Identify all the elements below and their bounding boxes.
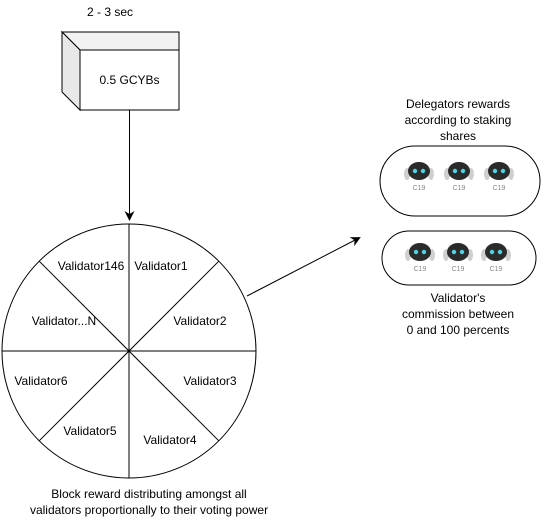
validator-label: Validator2	[173, 314, 226, 328]
delegators-pill	[379, 145, 541, 217]
robot-mascot-icon: C19	[484, 162, 514, 192]
robot-mascot-icon: C19	[404, 162, 434, 192]
commission-caption: Validator's commission between 0 and 100…	[388, 290, 528, 338]
validator-label: Validator...N	[32, 314, 96, 328]
validator-wheel: Validator146 Validator1 Validator...N Va…	[1, 223, 257, 479]
robot-label: C19	[414, 266, 427, 273]
delegators-robots: C19 C19 C19	[404, 162, 514, 192]
validator-label: Validator1	[134, 259, 187, 273]
block-cube: 0.5 GCYBs	[60, 30, 180, 112]
delegators-caption-line: according to staking	[404, 113, 512, 127]
robot-mascot-icon: C19	[443, 243, 473, 273]
delegators-caption-line: Delegators rewards	[405, 97, 511, 111]
validator-label: Validator5	[63, 424, 116, 438]
cube-front-face	[79, 49, 180, 111]
robot-label: C19	[490, 266, 503, 273]
commission-caption-line: Validator's	[430, 291, 486, 305]
validator-label: Validator6	[14, 374, 67, 388]
cube-top-face	[60, 31, 180, 51]
wheel-to-rewards-arrow	[246, 237, 361, 297]
validator-label: Validator146	[58, 259, 125, 273]
wheel-caption: Block reward distributing amongst all va…	[4, 486, 294, 518]
wheel-divider-diag2	[38, 260, 220, 442]
delegators-caption-line: shares	[439, 129, 477, 143]
robot-label: C19	[453, 185, 466, 192]
block-reward-text: 0.5 GCYBs	[99, 73, 159, 87]
robot-mascot-icon: C19	[444, 162, 474, 192]
commission-caption-line: commission between	[401, 307, 515, 321]
robot-mascot-icon: C19	[405, 243, 435, 273]
delegators-caption: Delegators rewards according to staking …	[388, 96, 528, 144]
validator-label: Validator4	[143, 433, 196, 447]
commission-robots: C19 C19 C19	[405, 243, 511, 273]
block-interval-label: 2 - 3 sec	[60, 4, 160, 20]
robot-label: C19	[452, 266, 465, 273]
block-interval-text: 2 - 3 sec	[86, 5, 134, 19]
robot-label: C19	[413, 185, 426, 192]
robot-mascot-icon: C19	[481, 243, 511, 273]
wheel-caption-line: validators proportionally to their votin…	[29, 503, 269, 517]
wheel-caption-line: Block reward distributing amongst all	[51, 487, 247, 501]
robot-label: C19	[493, 185, 506, 192]
validator-label: Validator3	[183, 374, 236, 388]
commission-caption-line: 0 and 100 percents	[406, 323, 510, 337]
